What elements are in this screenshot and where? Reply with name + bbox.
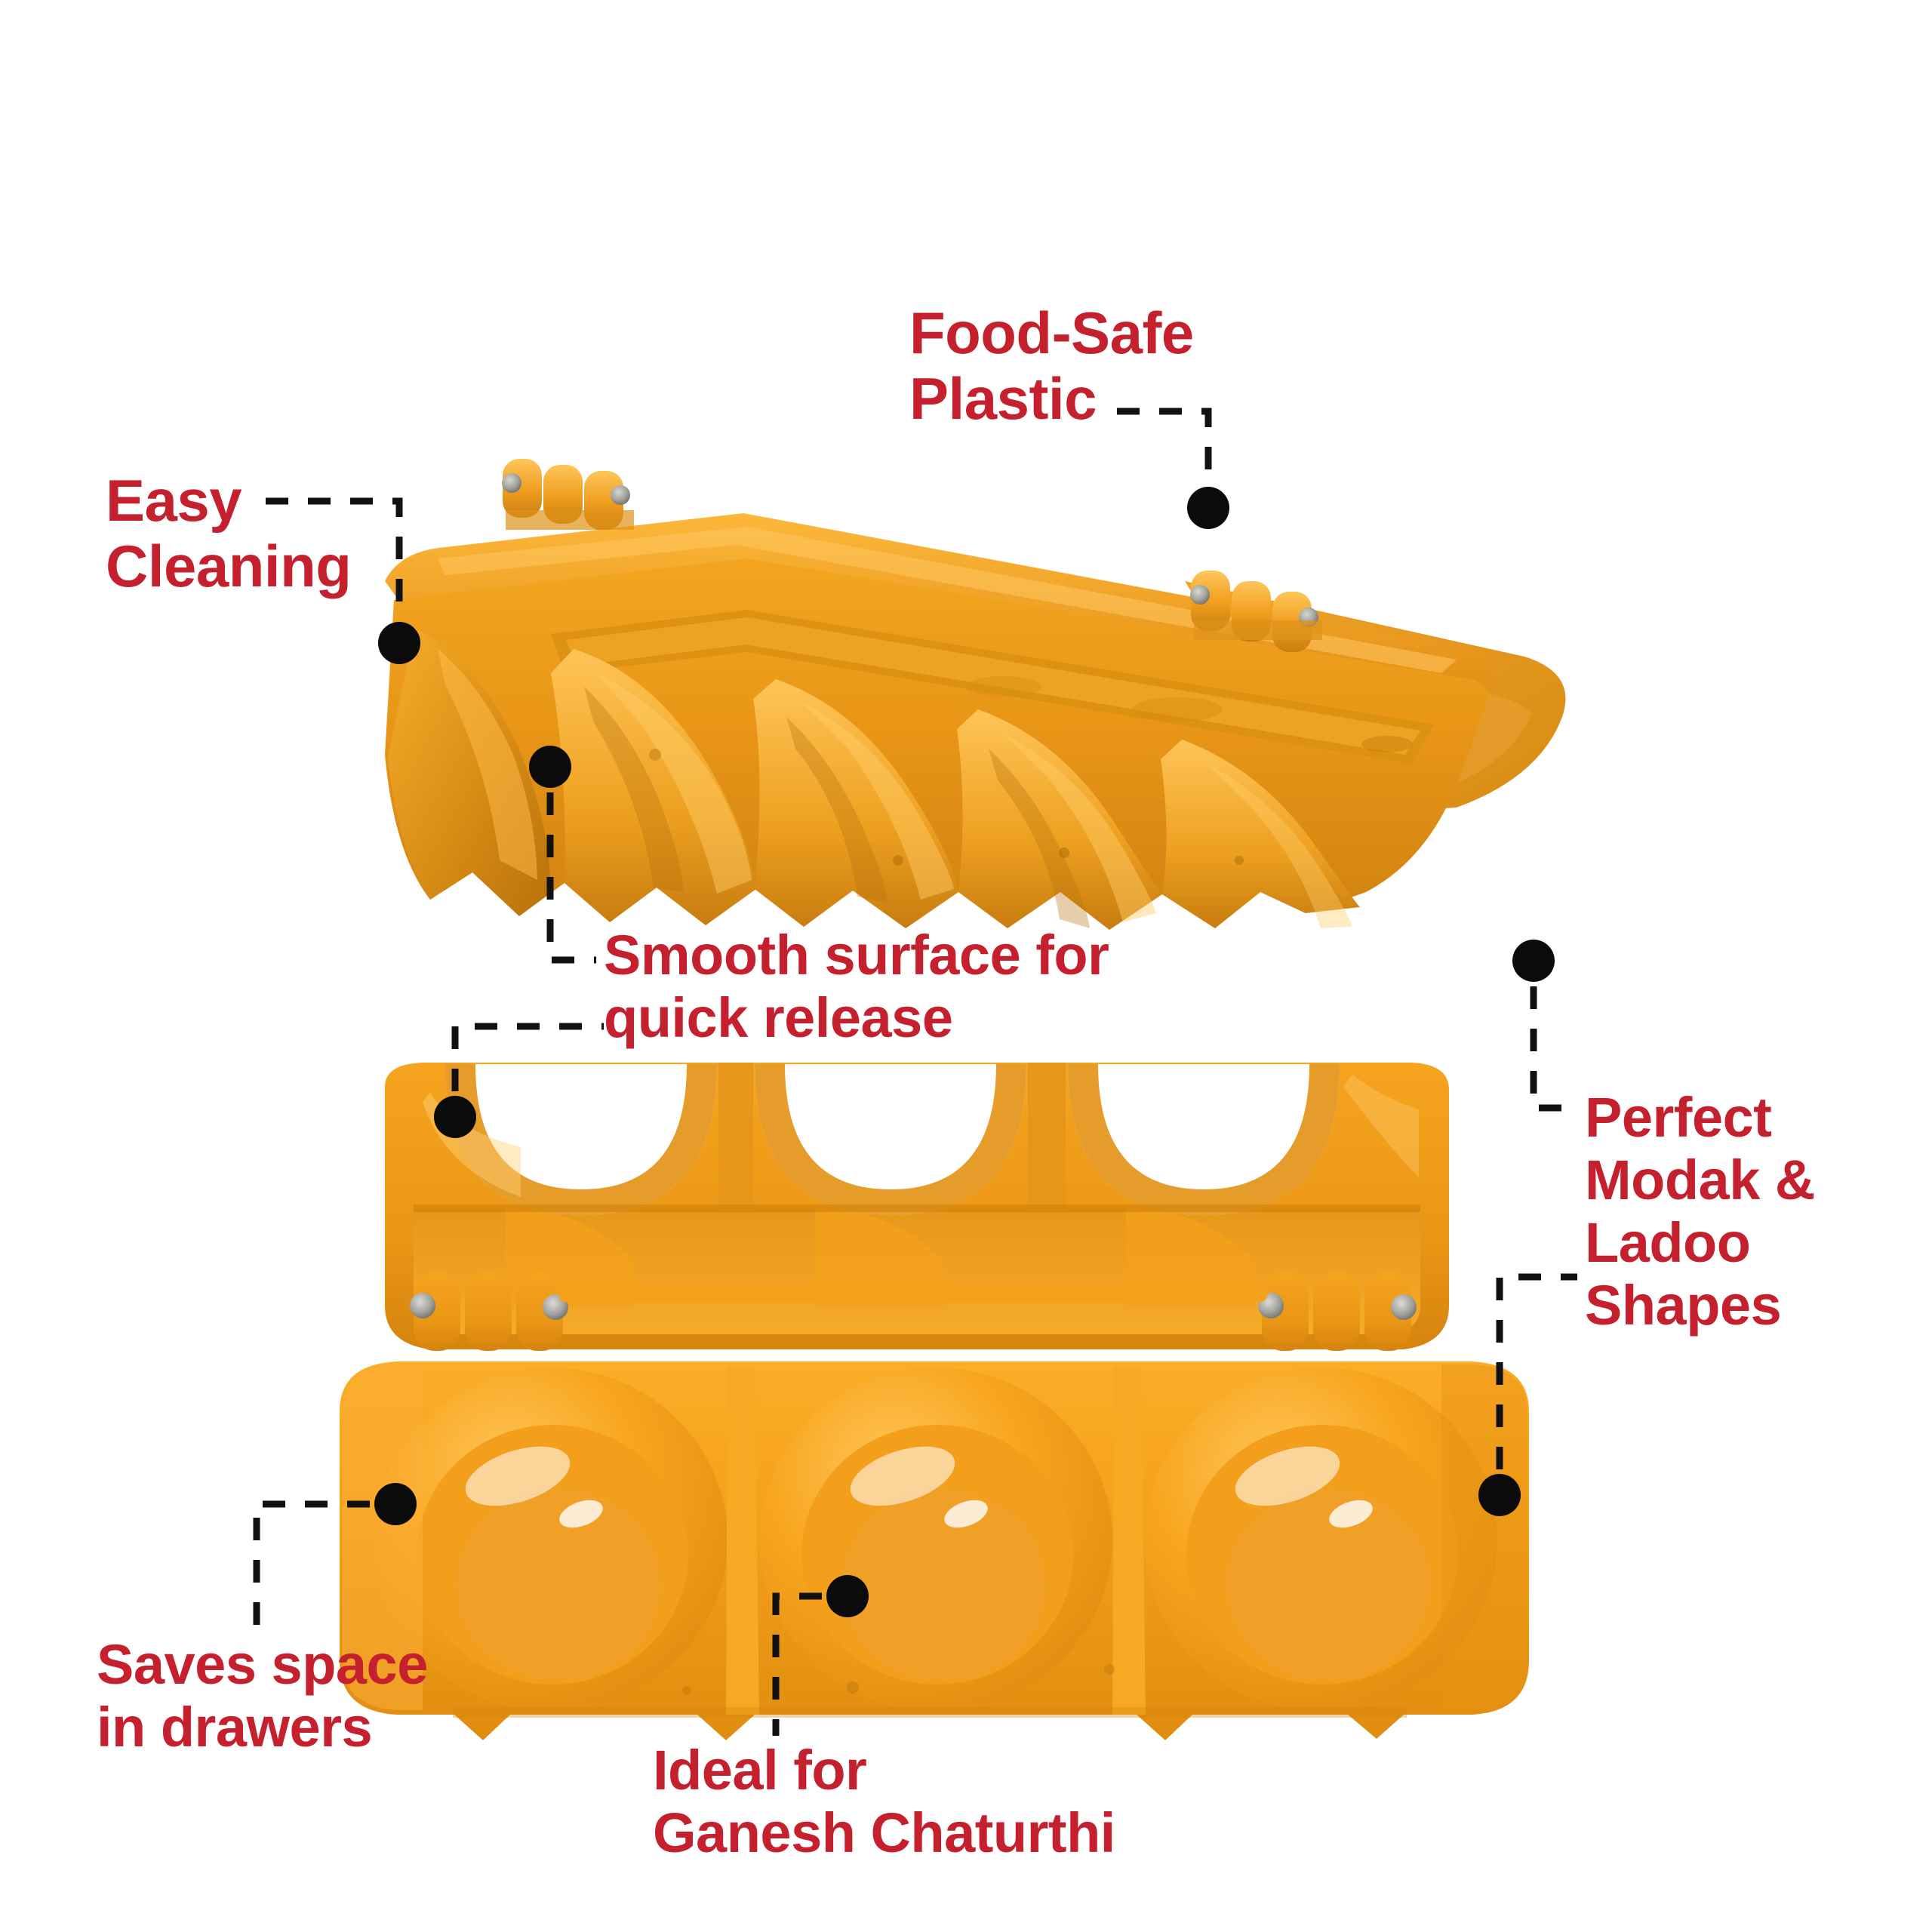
product-image-modak-mould (385, 459, 1566, 930)
modak-cavity-1 (388, 628, 551, 916)
modak-mould-body (385, 558, 1488, 930)
callout-perfect-shapes: Perfect Modak & Ladoo Shapes (1585, 1086, 1815, 1337)
callout-smooth-surface: Smooth surface for quick release (604, 924, 1109, 1049)
ladoo-cavity-2 (759, 1367, 1112, 1712)
callout-ganesh: Ideal for Ganesh Chaturthi (653, 1739, 1115, 1864)
ladoo-mould-lower-half (340, 1361, 1529, 1740)
leader-perfect-upper (1530, 986, 1580, 1112)
modak-cavity-2 (551, 649, 756, 925)
callout-easy-cleaning: Easy Cleaning (106, 467, 352, 600)
modak-cavity-3 (753, 679, 958, 928)
ladoo-cavity-1 (374, 1367, 728, 1712)
hinge-pin-icon (502, 473, 521, 493)
callout-food-safe: Food-Safe Plastic (909, 300, 1194, 432)
callout-saves-space: Saves space in drawers (97, 1633, 428, 1758)
modak-cavity-5 (1161, 740, 1360, 928)
product-image-ladoo-mould (340, 1063, 1529, 1740)
hinge-pin-icon (543, 1294, 568, 1320)
hinge-pin-icon (1391, 1294, 1417, 1320)
modak-cavity-4 (957, 709, 1162, 930)
modak-hinge-right (1190, 571, 1322, 652)
hinge-pin-icon (1190, 585, 1210, 605)
modak-hinge-left (502, 459, 634, 530)
hinge-pin-icon (410, 1293, 435, 1318)
ladoo-cavity-3 (1144, 1367, 1497, 1712)
ladoo-hinge-left (410, 1272, 568, 1351)
hinge-pin-icon (611, 485, 630, 505)
ladoo-hinge-right (1258, 1272, 1417, 1351)
